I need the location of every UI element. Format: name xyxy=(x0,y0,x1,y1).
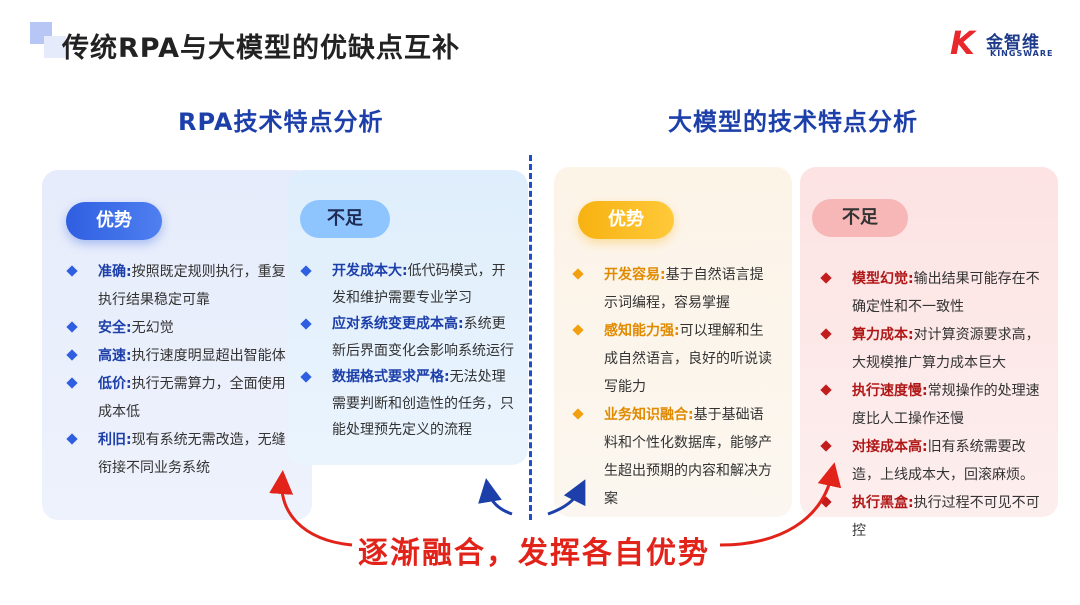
center-divider xyxy=(529,155,532,520)
list-item: 业务知识融合:基于基础语料和个性化数据库，能够产生超出预期的内容和解决方案 xyxy=(572,401,774,513)
logo-chinese-name: 金智维 xyxy=(986,33,1040,53)
list-item: 低价:执行无需算力，全面使用成本低 xyxy=(66,370,296,426)
list-item: 感知能力强:可以理解和生成自然语言，良好的听说读写能力 xyxy=(572,317,774,401)
list-item: 算力成本:对计算资源要求高，大规模推广算力成本巨大 xyxy=(820,321,1052,377)
list-item: 对接成本高:旧有系统需要改造，上线成本大，回滚麻烦。 xyxy=(820,433,1052,489)
left-blue-arrow xyxy=(478,478,513,516)
llm-cons-card: 不足 模型幻觉:输出结果可能存在不确定性和不一致性 算力成本:对计算资源要求高，… xyxy=(800,167,1058,539)
llm-section-title: 大模型的技术特点分析 xyxy=(668,108,918,136)
list-item: 数据格式要求严格:无法处理需要判断和创造性的任务，只能处理预先定义的流程 xyxy=(300,364,516,444)
llm-pros-card: 优势 开发容易:基于自然语言提示词编程，容易掌握 感知能力强:可以理解和生成自然… xyxy=(554,167,792,517)
rpa-pros-badge: 优势 xyxy=(66,202,162,240)
company-logo: K 金智维 KINGSWARE xyxy=(950,26,1062,62)
list-item: 安全:无幻觉 xyxy=(66,314,296,342)
page-title: 传统RPA与大模型的优缺点互补 xyxy=(62,33,460,64)
slogan-text: 逐渐融合，发挥各自优势 xyxy=(358,536,710,571)
rpa-section-title: RPA技术特点分析 xyxy=(178,108,384,136)
llm-cons-list: 模型幻觉:输出结果可能存在不确定性和不一致性 算力成本:对计算资源要求高，大规模… xyxy=(820,265,1052,545)
llm-pros-list: 开发容易:基于自然语言提示词编程，容易掌握 感知能力强:可以理解和生成自然语言，… xyxy=(572,261,774,513)
list-item: 模型幻觉:输出结果可能存在不确定性和不一致性 xyxy=(820,265,1052,321)
rpa-pros-list: 准确:按照既定规则执行，重复执行结果稳定可靠 安全:无幻觉 高速:执行速度明显超… xyxy=(66,258,296,482)
list-item: 执行速度慢:常规操作的处理速度比人工操作还慢 xyxy=(820,377,1052,433)
title-decoration-2 xyxy=(44,36,66,58)
right-blue-arrow xyxy=(547,479,586,516)
list-item: 应对系统变更成本高:系统更新后界面变化会影响系统运行 xyxy=(300,311,516,364)
logo-k-mark: K xyxy=(950,24,975,62)
left-red-arrow xyxy=(269,470,353,547)
llm-cons-badge: 不足 xyxy=(812,199,908,237)
rpa-cons-badge: 不足 xyxy=(300,200,390,238)
list-item: 开发成本大:低代码模式，开发和维护需要专业学习 xyxy=(300,258,516,311)
rpa-pros-card: 优势 准确:按照既定规则执行，重复执行结果稳定可靠 安全:无幻觉 高速:执行速度… xyxy=(42,170,312,520)
logo-english-name: KINGSWARE xyxy=(990,49,1054,58)
llm-pros-badge: 优势 xyxy=(578,201,674,239)
list-item: 准确:按照既定规则执行，重复执行结果稳定可靠 xyxy=(66,258,296,314)
list-item: 执行黑盒:执行过程不可见不可控 xyxy=(820,489,1052,545)
list-item: 开发容易:基于自然语言提示词编程，容易掌握 xyxy=(572,261,774,317)
rpa-cons-list: 开发成本大:低代码模式，开发和维护需要专业学习 应对系统变更成本高:系统更新后界… xyxy=(300,258,516,444)
list-item: 利旧:现有系统无需改造，无缝衔接不同业务系统 xyxy=(66,426,296,482)
right-red-arrow xyxy=(719,462,842,547)
rpa-cons-card: 不足 开发成本大:低代码模式，开发和维护需要专业学习 应对系统变更成本高:系统更… xyxy=(288,170,528,465)
list-item: 高速:执行速度明显超出智能体 xyxy=(66,342,296,370)
